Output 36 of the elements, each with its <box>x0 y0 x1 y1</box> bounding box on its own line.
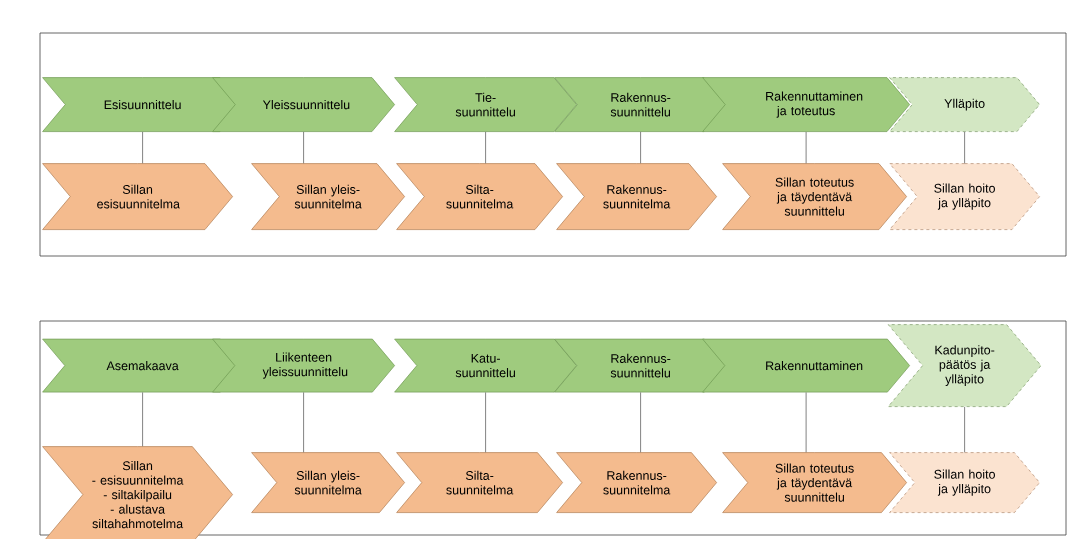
connector-line <box>964 131 965 164</box>
connector-line <box>640 131 641 164</box>
connector-line <box>485 392 486 453</box>
chevron-step: Sillan - esisuunnitelma - siltakilpailu - alustava siltahahmotelma <box>42 446 233 539</box>
chevron-step: Esisuunnittelu <box>42 77 243 132</box>
connector-line <box>805 131 807 164</box>
connector-line <box>303 392 304 453</box>
chevron-step: Rakennus- suunnittelu <box>554 77 727 132</box>
chevron-step: Liikenteen yleissuunnittelu <box>212 338 395 393</box>
chevron-step: Rakennus- suunnitelma <box>556 452 717 513</box>
chevron-step: Silta- suunnitelma <box>396 163 563 230</box>
chevron-step: Sillan toteutus ja täydentävä suunnittelu <box>722 452 907 513</box>
chevron-step: Ylläpito <box>889 77 1040 132</box>
chevron-step: Sillan yleis- suunnitelma <box>251 163 405 230</box>
connector-line <box>142 392 143 447</box>
chevron-step: Sillan yleis- suunnitelma <box>251 452 405 513</box>
connector-line <box>142 131 143 164</box>
chevron-step: Sillan hoito ja ylläpito <box>889 163 1040 230</box>
chevron-step: Rakennus- suunnitelma <box>556 163 717 230</box>
chevron-step: Rakennus- suunnittelu <box>554 338 727 393</box>
chevron-step: Rakennuttaminen <box>702 338 910 393</box>
chevron-step: Yleissuunnittelu <box>212 77 395 132</box>
chevron-step: Silta- suunnitelma <box>396 452 563 513</box>
chevron-step: Sillan esisuunnitelma <box>42 163 233 230</box>
chevron-step: Sillan toteutus ja täydentävä suunnittelu <box>722 163 907 230</box>
connector-line <box>805 392 807 453</box>
connector-line <box>964 406 965 453</box>
chevron-step: Katu- suunnittelu <box>394 338 577 393</box>
chevron-step: Sillan hoito ja ylläpito <box>889 452 1040 513</box>
panel-frame <box>39 320 1067 536</box>
chevron-step: Kadunpito- päätös ja ylläpito <box>887 324 1042 407</box>
connector-line <box>303 131 304 164</box>
panel-frame <box>39 32 1067 257</box>
chevron-step: Tie- suunnittelu <box>394 77 577 132</box>
connector-line <box>485 131 486 164</box>
connector-line <box>640 392 641 453</box>
